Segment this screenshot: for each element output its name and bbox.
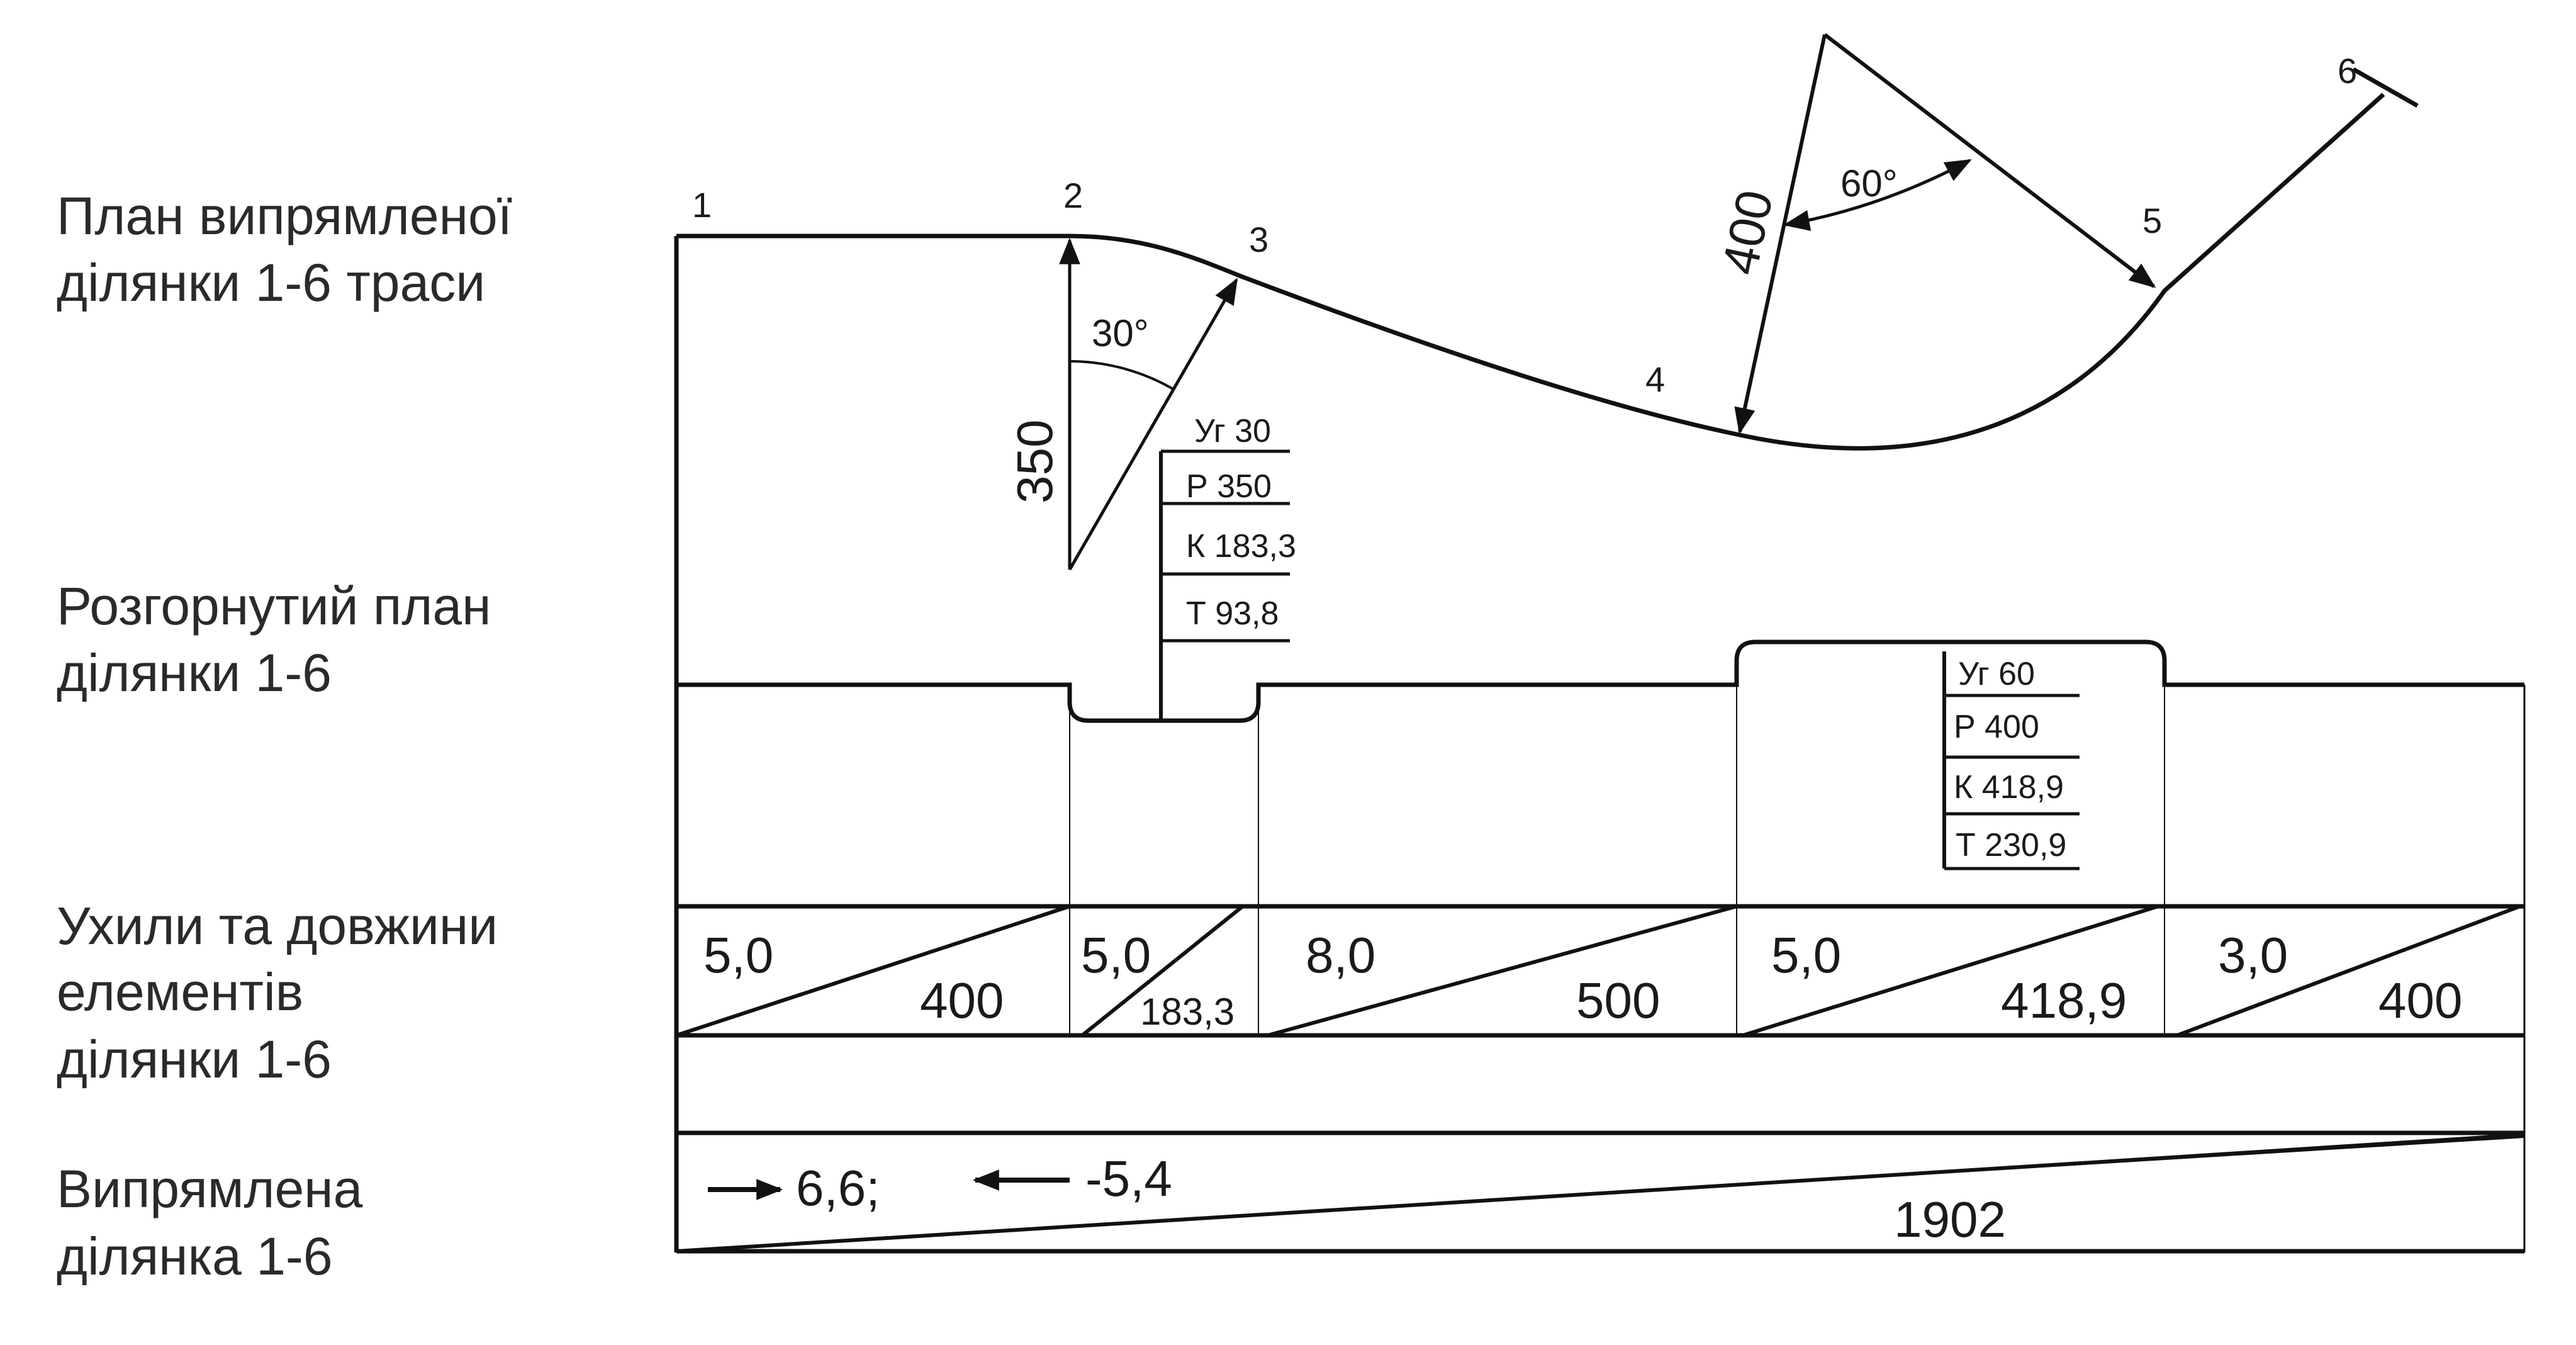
unrolled-label-line2: ділянки 1-6 — [57, 643, 332, 702]
point-4-label: 4 — [1645, 359, 1665, 399]
curve1-length-value: К 183,3 — [1186, 528, 1296, 565]
point-1-label: 1 — [692, 185, 712, 225]
curve2-radius-arrow-5 — [1823, 33, 2156, 288]
segment-4-length: 418,9 — [2001, 972, 2127, 1028]
point-2-label: 2 — [1063, 176, 1083, 215]
segment-2-length: 183,3 — [1140, 991, 1235, 1033]
unrolled-plan-line — [676, 639, 2524, 723]
row-labels: План випрямленої ділянки 1-6 траси Розго… — [57, 186, 512, 1286]
point-5-label: 5 — [2142, 201, 2162, 240]
forward-slope-value: 6,6; — [796, 1160, 880, 1216]
segment-1-slope: 5,0 — [703, 927, 773, 983]
curve1-radius-arrow-3 — [1068, 278, 1238, 571]
curve2-radius-arrow-4 — [1734, 34, 1827, 435]
plan-label-line1: План випрямленої — [57, 186, 512, 245]
segment-3-slope: 8,0 — [1306, 927, 1375, 983]
route-end-tick — [2352, 67, 2419, 108]
route-curve — [1069, 93, 2385, 451]
unrolled-label-line1: Розгорнутий план — [57, 577, 491, 636]
straightened-slope-line — [676, 1134, 2525, 1253]
straightened-label-line2: ділянка 1-6 — [57, 1227, 333, 1286]
curve2-tangent-value: Т 230,9 — [1956, 827, 2066, 864]
curve1-radius-value: Р 350 — [1186, 468, 1272, 505]
segment-1-length: 400 — [920, 972, 1004, 1028]
curve2-angle-arc — [1783, 159, 1972, 231]
curve1-radius-label: 350 — [1007, 420, 1063, 504]
plan-view: 1 2 3 4 5 6 30° 350 Уг 30 Р 350 К 183,3 … — [674, 33, 2419, 1252]
plan-label-line2: ділянки 1-6 траси — [57, 253, 485, 312]
backward-slope-value: -5,4 — [1085, 1151, 1172, 1207]
curve2-angle-label: 60° — [1840, 162, 1898, 205]
point-3-label: 3 — [1249, 220, 1268, 259]
curve1-angle-label: 30° — [1092, 312, 1149, 354]
segment-4-slope-line — [1742, 904, 2159, 1037]
curve1-angle-value: Уг 30 — [1194, 413, 1271, 449]
curve1-tangent-value: Т 93,8 — [1186, 595, 1279, 632]
straightened-label-line1: Випрямлена — [57, 1159, 363, 1218]
unrolled-plan: Уг 60 Р 400 К 418,9 Т 230,9 — [676, 639, 2524, 870]
segment-2-slope: 5,0 — [1081, 927, 1151, 983]
curve1-angle-arc — [1069, 360, 1175, 391]
segment-2-slope-line — [1081, 904, 1244, 1037]
element-boundaries — [1069, 661, 2526, 1252]
slopes-label-line3: ділянки 1-6 — [57, 1030, 332, 1089]
curve2-radius-value: Р 400 — [1954, 709, 2039, 745]
curve2-length-value: К 418,9 — [1954, 769, 2064, 806]
curve2-radius-label: 400 — [1711, 185, 1784, 279]
straightened-total-length: 1902 — [1894, 1191, 2006, 1247]
slopes-label-line2: елементів — [57, 962, 303, 1021]
segment-1-slope-line — [676, 904, 1070, 1037]
slopes-label-line1: Ухили та довжини — [57, 896, 498, 955]
segment-5-slope: 3,0 — [2218, 927, 2288, 983]
segment-5-length: 400 — [2378, 972, 2462, 1028]
straightened-row: 6,6; -5,4 1902 — [676, 1133, 2525, 1254]
segment-4-slope: 5,0 — [1771, 927, 1841, 983]
slopes-row: 5,0 400 5,0 183,3 8,0 500 5,0 418,9 3,0 … — [676, 904, 2524, 1038]
segment-5-slope-line — [2176, 904, 2521, 1037]
segment-3-length: 500 — [1576, 972, 1660, 1028]
point-6-label: 6 — [2338, 51, 2357, 91]
curve2-angle-value: Уг 60 — [1958, 656, 2035, 692]
segment-3-slope-line — [1267, 904, 1737, 1037]
